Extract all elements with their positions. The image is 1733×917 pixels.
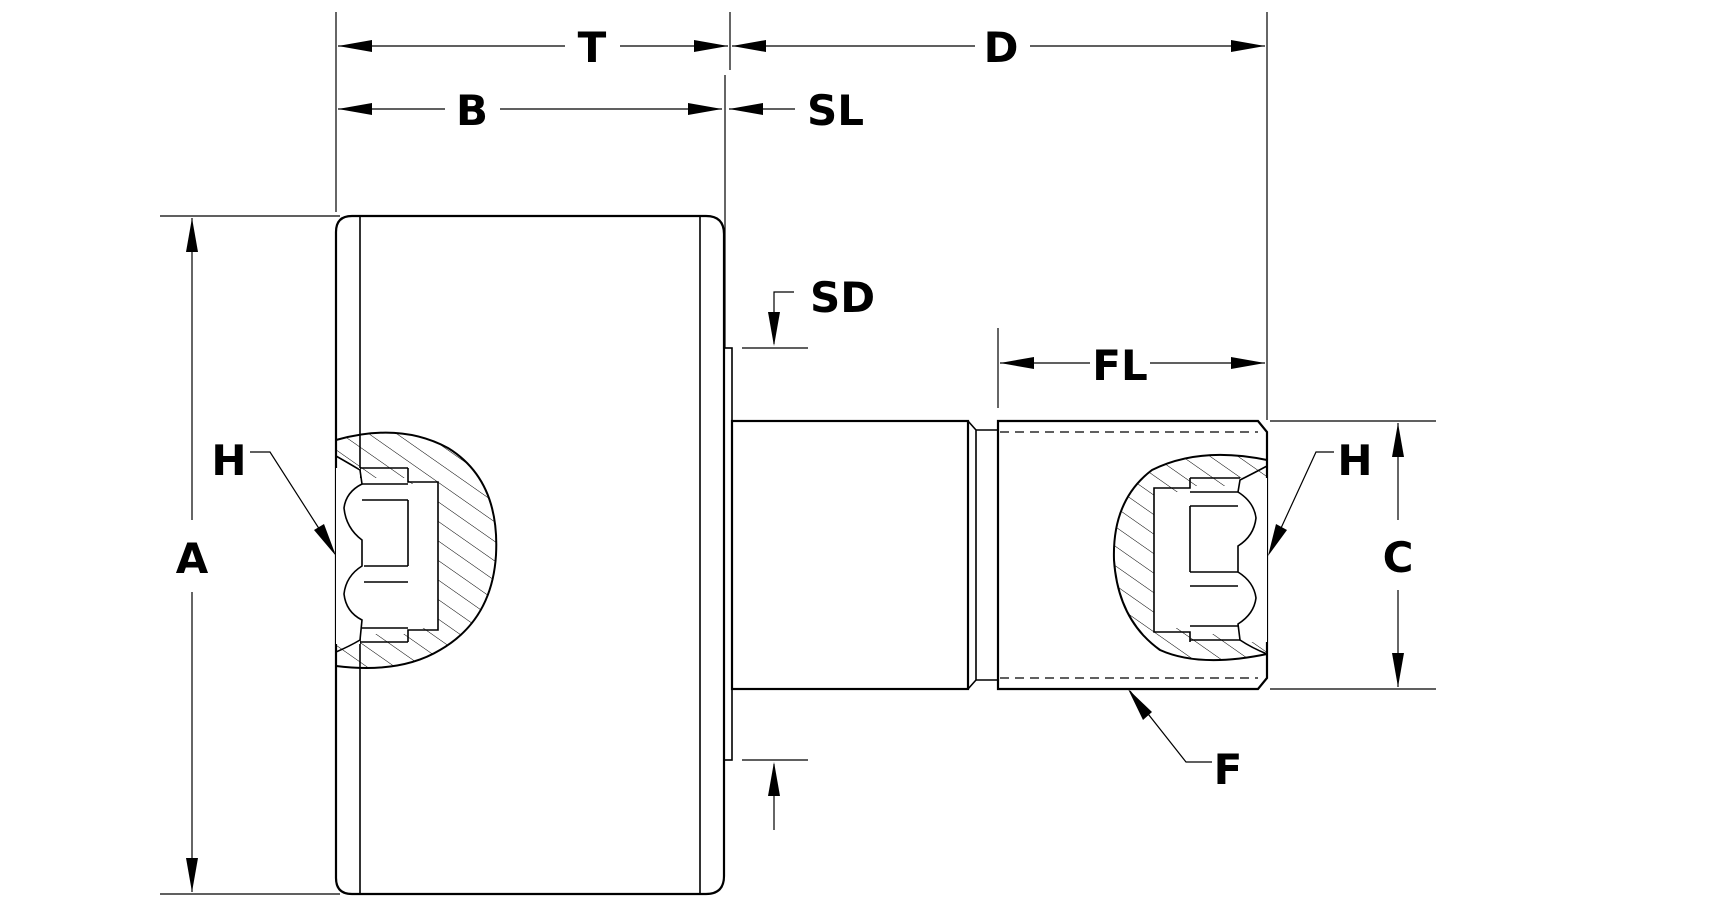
- label-f: F: [1214, 745, 1243, 794]
- label-t: T: [578, 23, 607, 72]
- threaded-stud: [996, 419, 1269, 691]
- dimension-t: T: [338, 23, 728, 72]
- leader-h-right: H: [1268, 436, 1373, 556]
- dimension-d: D: [732, 23, 1265, 72]
- leader-f: F: [1128, 689, 1242, 794]
- label-sl: SL: [807, 86, 864, 135]
- stud-shaft: [730, 419, 998, 691]
- label-h-left: H: [211, 436, 246, 485]
- label-c: C: [1383, 533, 1414, 582]
- leader-h-left: H: [211, 436, 336, 556]
- seal-washer: [723, 347, 733, 761]
- dimension-sl: SL: [729, 86, 864, 135]
- label-a: A: [176, 534, 209, 583]
- dimension-b: B: [338, 86, 722, 135]
- label-d: D: [984, 23, 1019, 72]
- right-hex-socket-section: [1112, 453, 1268, 662]
- extension-lines: [160, 12, 1436, 895]
- left-hex-socket-section: [335, 431, 498, 669]
- label-h-right: H: [1337, 436, 1372, 485]
- dimension-c: C: [1383, 423, 1414, 687]
- dimension-a: A: [176, 218, 209, 892]
- dimension-sd: SD: [768, 273, 875, 830]
- label-b: B: [456, 86, 488, 135]
- label-sd: SD: [810, 273, 875, 322]
- dimension-fl: FL: [1000, 341, 1265, 390]
- label-fl: FL: [1092, 341, 1147, 390]
